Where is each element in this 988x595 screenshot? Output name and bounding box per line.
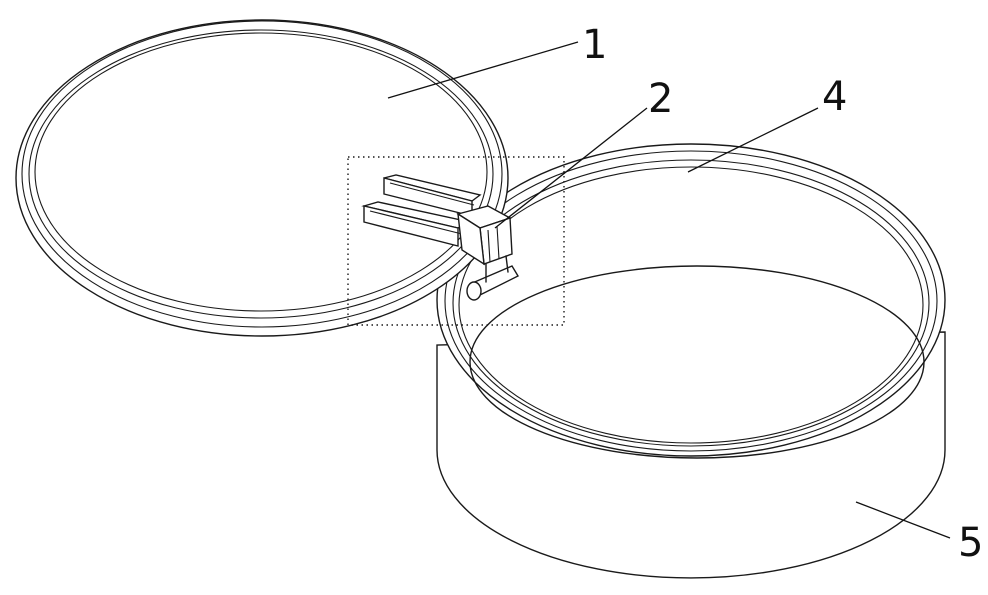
leader-line-2 bbox=[494, 107, 648, 229]
hinge-block-front bbox=[457, 212, 485, 266]
hinge-legs bbox=[485, 255, 509, 283]
hinge-slot bbox=[496, 225, 500, 260]
callout-2: 2 bbox=[648, 76, 673, 122]
leader-line-1 bbox=[387, 41, 579, 99]
detail-box bbox=[347, 156, 565, 326]
callout-1: 1 bbox=[582, 22, 607, 68]
cup-bottom-edge bbox=[469, 265, 925, 459]
lid-ring bbox=[15, 19, 509, 337]
lower-rail-groove bbox=[369, 210, 463, 235]
callout-5: 5 bbox=[958, 520, 983, 566]
lid-outer-edge bbox=[15, 19, 509, 337]
lid-outer-edge-2 bbox=[21, 20, 503, 328]
lid-inner-edge-2 bbox=[34, 32, 488, 312]
hinge-barrel-end bbox=[466, 281, 482, 301]
callout-4: 4 bbox=[822, 74, 847, 120]
cup-rim-inner bbox=[444, 150, 938, 452]
hinge-slot bbox=[487, 229, 491, 263]
lower-rail-front bbox=[363, 205, 459, 247]
leader-line-5 bbox=[855, 501, 951, 539]
cup-groove-inner bbox=[458, 166, 924, 444]
lid-inner-edge bbox=[28, 29, 494, 319]
leader-line-4 bbox=[687, 107, 819, 173]
hinge-assembly bbox=[361, 174, 519, 301]
cup-groove-outer bbox=[452, 159, 930, 447]
upper-rail-groove bbox=[389, 182, 475, 206]
cup-body bbox=[436, 143, 946, 579]
